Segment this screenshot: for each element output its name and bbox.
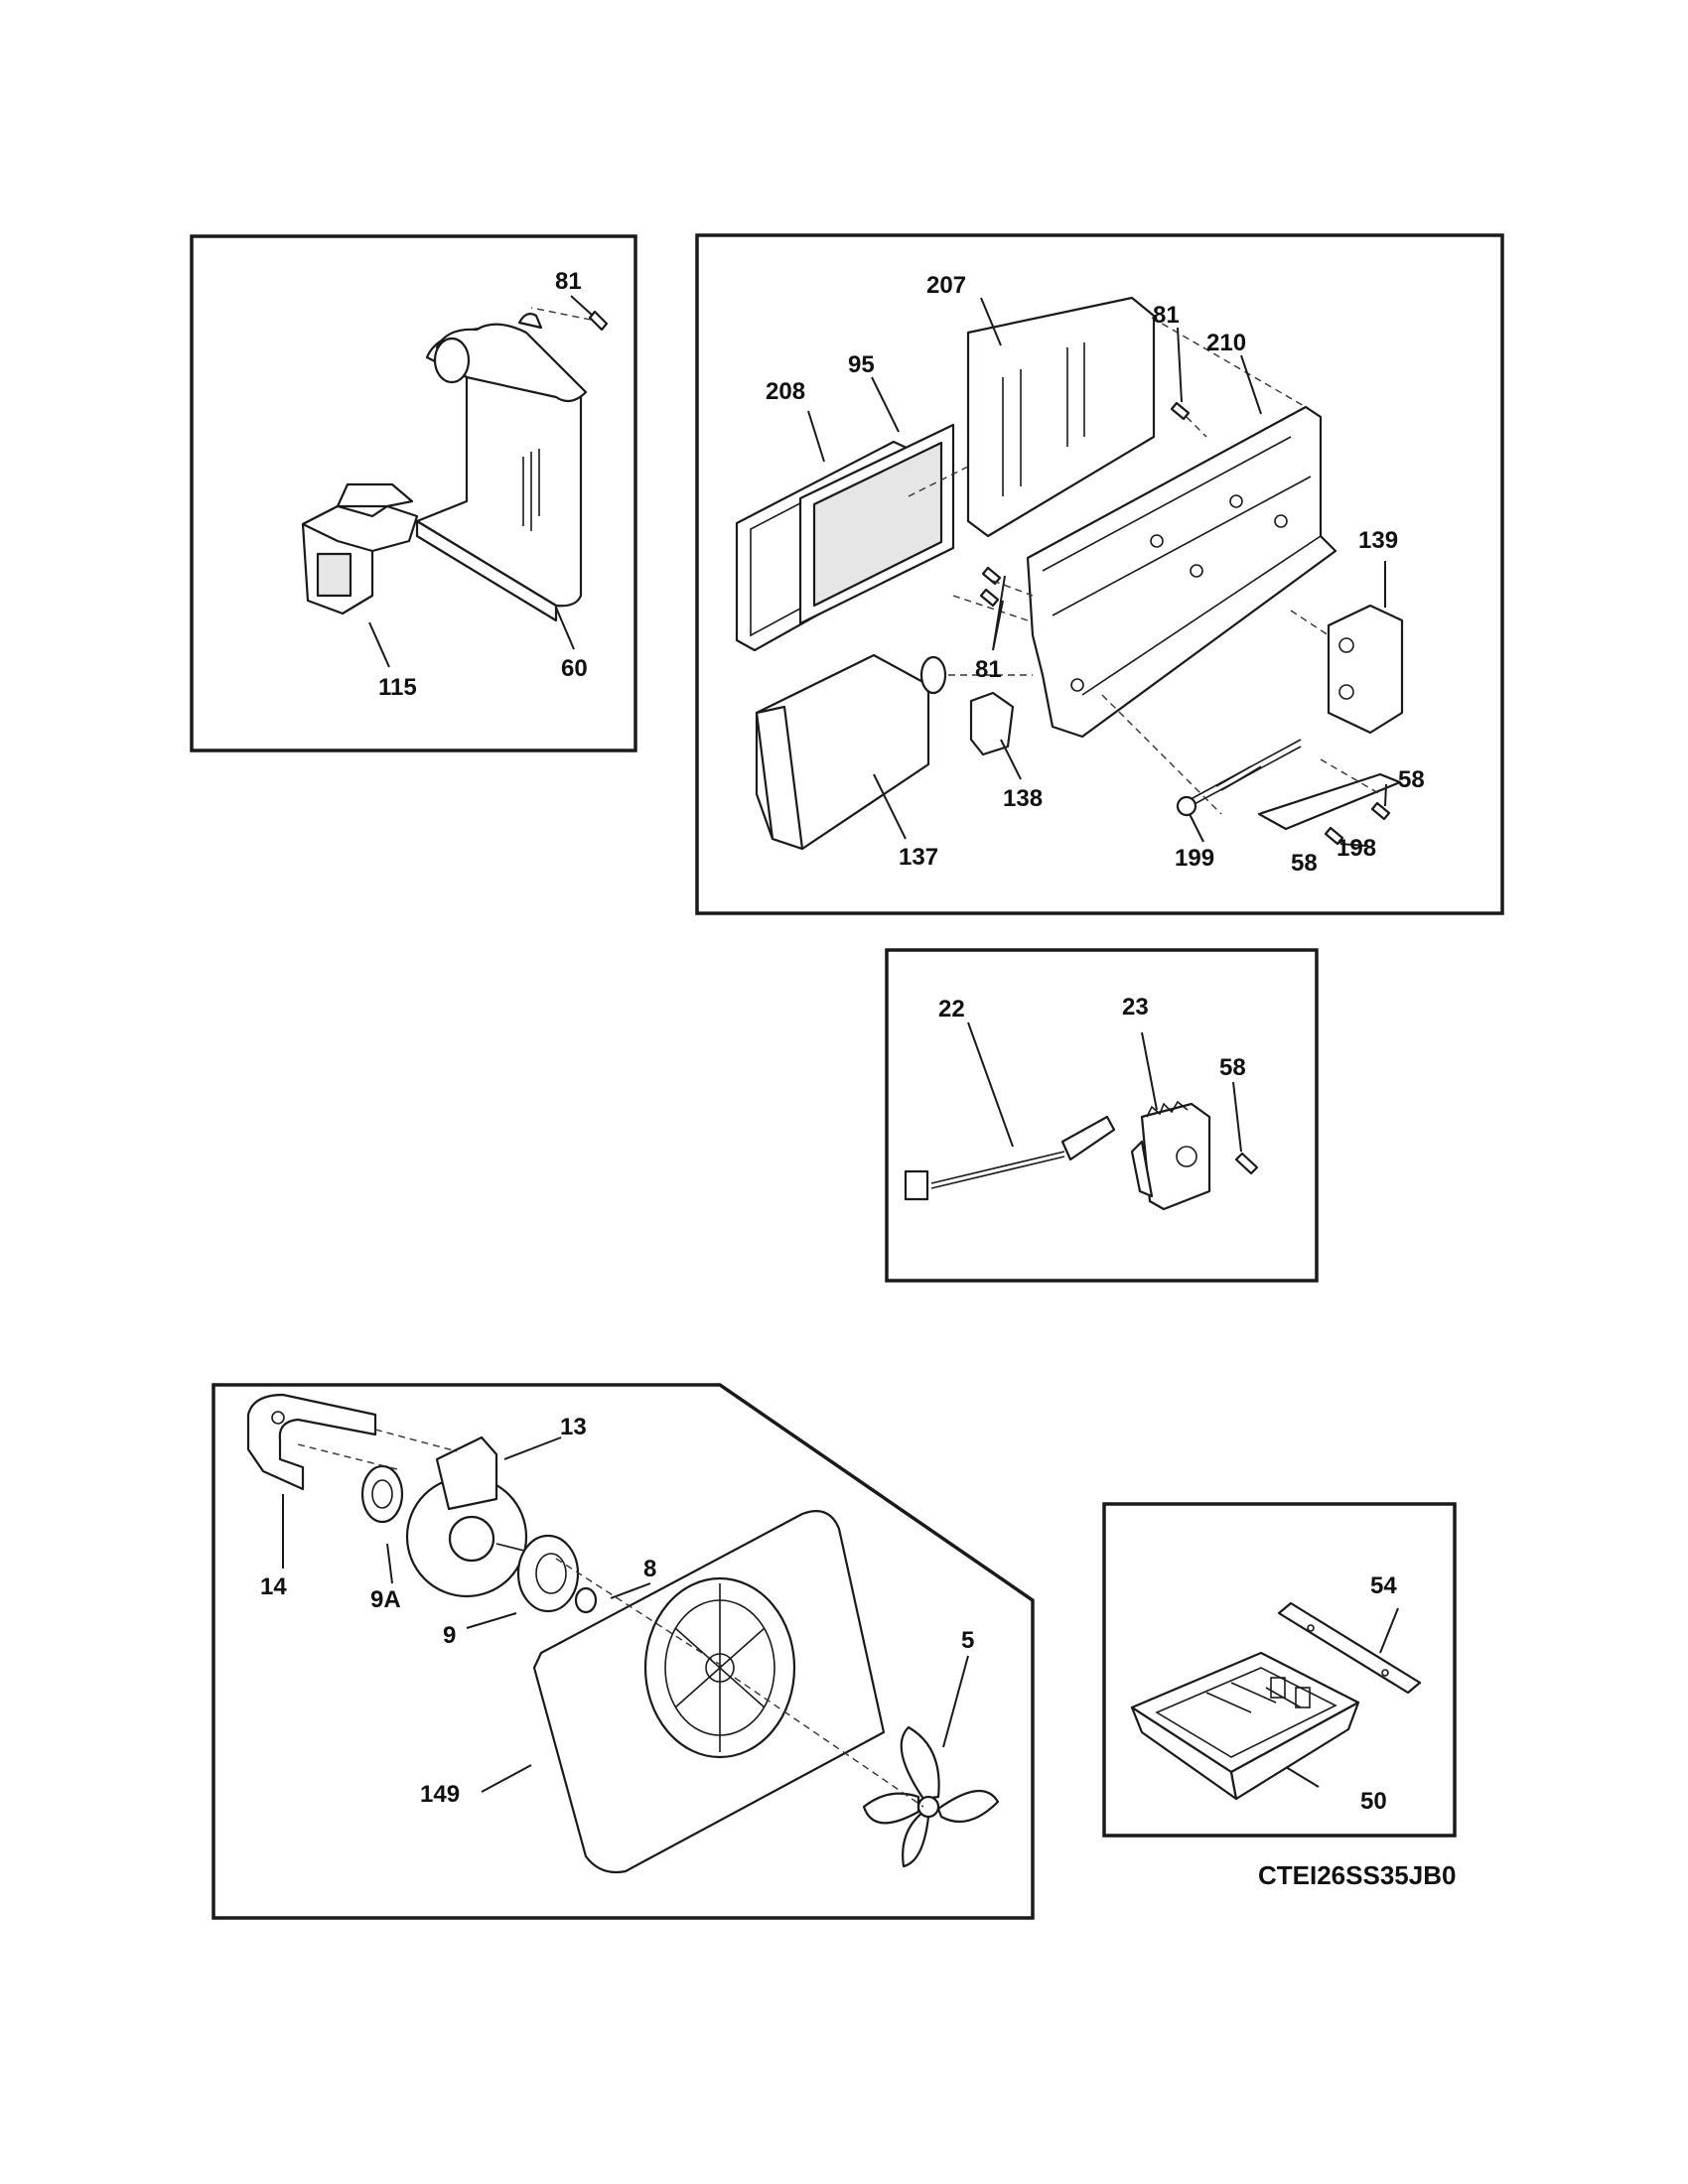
callout-8: 8: [643, 1556, 656, 1582]
callout-13: 13: [560, 1414, 587, 1440]
part-95-filter: [798, 423, 955, 625]
callout-14: 14: [260, 1573, 287, 1600]
panel-frame: [885, 948, 1319, 1283]
panel-frame: [1102, 1502, 1457, 1838]
part-14-bracket: [246, 1393, 377, 1491]
part-149-shroud: [532, 1510, 886, 1874]
callout-5: 5: [961, 1627, 974, 1654]
callout-9: 9: [443, 1622, 456, 1649]
callout-23: 23: [1122, 994, 1149, 1021]
part-207-bracket: [966, 296, 1156, 538]
part-198-plate: [1257, 772, 1402, 831]
part-8-washer: [574, 1586, 598, 1614]
part-9A-wheel: [360, 1464, 404, 1524]
panel-dispenser-assembly: 207 81 210 208 95 139 81 138 137 199 58 …: [695, 233, 1504, 915]
callout-138: 138: [1003, 785, 1043, 812]
callout-208: 208: [766, 378, 805, 405]
callout-58-a: 58: [1398, 766, 1425, 793]
callout-149: 149: [420, 1781, 460, 1808]
callout-9A: 9A: [370, 1586, 401, 1613]
part-199-spring: [1176, 739, 1302, 817]
callout-81-a: 81: [555, 268, 582, 295]
part-5-fan-blade: [862, 1725, 1000, 1868]
part-137-cover: [755, 653, 947, 851]
callout-95: 95: [848, 351, 875, 378]
part-50-tray: [1130, 1651, 1360, 1801]
panel-frame: [190, 234, 637, 752]
panel-frame: [695, 233, 1504, 915]
part-60-housing: [415, 313, 588, 622]
part-9-wheel: [516, 1534, 580, 1613]
callout-137: 137: [899, 844, 938, 871]
part-115-motor: [301, 482, 419, 615]
panel-sensor: 22 23 58: [885, 948, 1319, 1283]
callout-199: 199: [1175, 845, 1214, 872]
part-139-solenoid: [1327, 604, 1404, 735]
part-138-clip: [969, 691, 1015, 756]
callout-58-b: 58: [1291, 850, 1318, 877]
panel-fan-assembly: 13 8 14 9A 9 5 149: [211, 1383, 1035, 1920]
model-code: CTEI26SS35JB0: [1258, 1860, 1456, 1890]
callout-115: 115: [378, 674, 417, 701]
callout-50: 50: [1360, 1788, 1387, 1815]
callout-139: 139: [1358, 527, 1398, 554]
callout-58-c: 58: [1219, 1054, 1246, 1081]
screws-81-58: [979, 401, 1391, 846]
panel-tray: 54 50: [1102, 1502, 1457, 1838]
callout-81-c: 81: [975, 656, 1002, 683]
part-22-thermistor: [904, 1115, 1116, 1201]
callout-81-b: 81: [1153, 302, 1180, 329]
callout-22: 22: [938, 996, 965, 1023]
callout-54: 54: [1370, 1572, 1397, 1599]
panel-housing-60: 81 115 60: [190, 234, 637, 752]
callout-198: 198: [1336, 835, 1376, 862]
part-13-motor: [405, 1435, 537, 1598]
part-23-cover: [1130, 1100, 1211, 1211]
callout-60: 60: [561, 655, 588, 682]
callout-210: 210: [1206, 330, 1246, 356]
callout-207: 207: [926, 272, 966, 299]
screw-58: [1234, 1152, 1259, 1175]
panel-frame: [211, 1383, 1035, 1920]
part-54-strip: [1277, 1601, 1422, 1695]
part-210-housing: [1026, 405, 1337, 739]
screw-81: [530, 307, 609, 332]
